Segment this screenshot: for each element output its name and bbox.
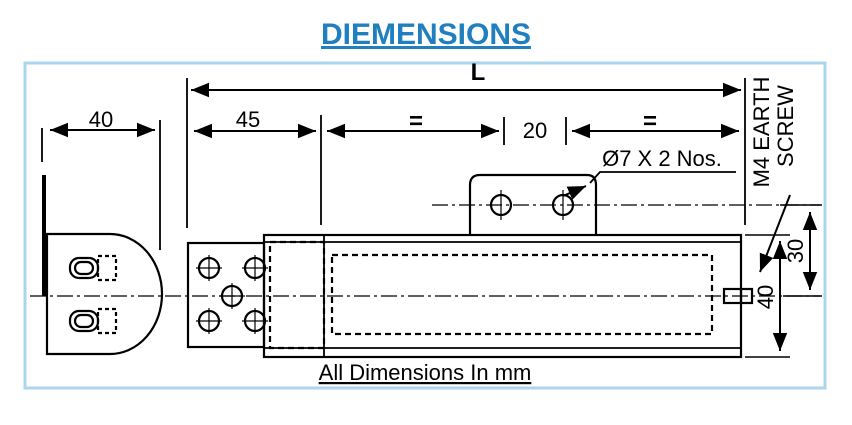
- dim-equal-right: =: [643, 108, 657, 135]
- holes-label: Ø7 X 2 Nos.: [602, 146, 722, 171]
- dim-side-width: 40: [89, 107, 113, 132]
- footer-note: All Dimensions In mm: [319, 360, 532, 385]
- front-view: [186, 173, 754, 359]
- dim-height-small: 30: [783, 239, 808, 263]
- earth-screw-label-line2: SCREW: [773, 85, 798, 167]
- dim-total-length: L: [471, 59, 486, 86]
- dim-equal-left: =: [409, 108, 423, 135]
- dim-bracket: 20: [523, 118, 547, 143]
- dim-flange: 45: [236, 107, 260, 132]
- earth-screw-label-line1: M4 EARTH: [749, 77, 774, 188]
- dim-height-body: 40: [753, 285, 778, 309]
- drawing-frame: [23, 61, 827, 390]
- side-view: [41, 120, 164, 356]
- page-title: DIEMENSIONS: [320, 18, 532, 51]
